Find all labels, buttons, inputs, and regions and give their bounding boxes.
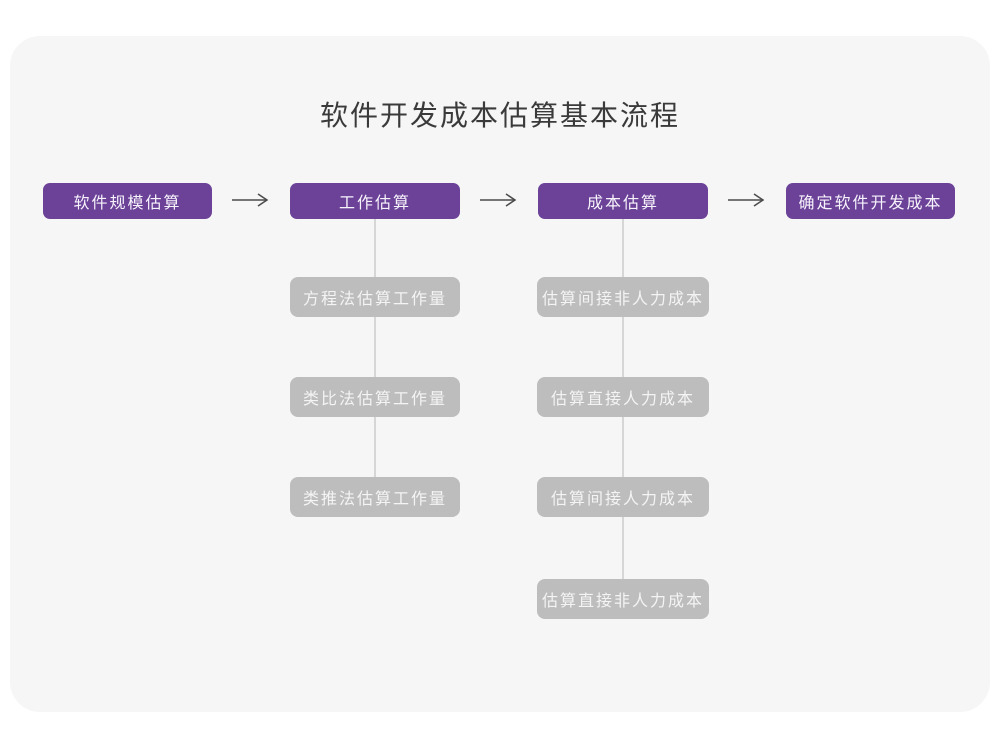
substep-box-indirect-labor-cost: 估算间接人力成本 bbox=[537, 477, 709, 517]
substep-box-extrapolation-method: 类推法估算工作量 bbox=[290, 477, 460, 517]
right-arrow-icon bbox=[727, 193, 767, 207]
diagram-title: 软件开发成本估算基本流程 bbox=[319, 100, 680, 131]
connector-line-work-estimation bbox=[374, 219, 376, 501]
substep-box-direct-labor-cost: 估算直接人力成本 bbox=[537, 377, 709, 417]
substep-box-equation-method: 方程法估算工作量 bbox=[290, 277, 460, 317]
stage-box-software-scale-estimation: 软件规模估算 bbox=[43, 183, 212, 219]
right-arrow-icon bbox=[231, 193, 271, 207]
substep-box-analogy-method: 类比法估算工作量 bbox=[290, 377, 460, 417]
stage-box-determine-dev-cost: 确定软件开发成本 bbox=[786, 183, 955, 219]
substep-box-direct-nonlabor-cost: 估算直接非人力成本 bbox=[537, 579, 709, 619]
substep-box-indirect-nonlabor-cost: 估算间接非人力成本 bbox=[537, 277, 709, 317]
diagram-card bbox=[10, 36, 990, 712]
stage-box-cost-estimation: 成本估算 bbox=[538, 183, 708, 219]
stage-box-work-estimation: 工作估算 bbox=[290, 183, 460, 219]
right-arrow-icon bbox=[479, 193, 519, 207]
